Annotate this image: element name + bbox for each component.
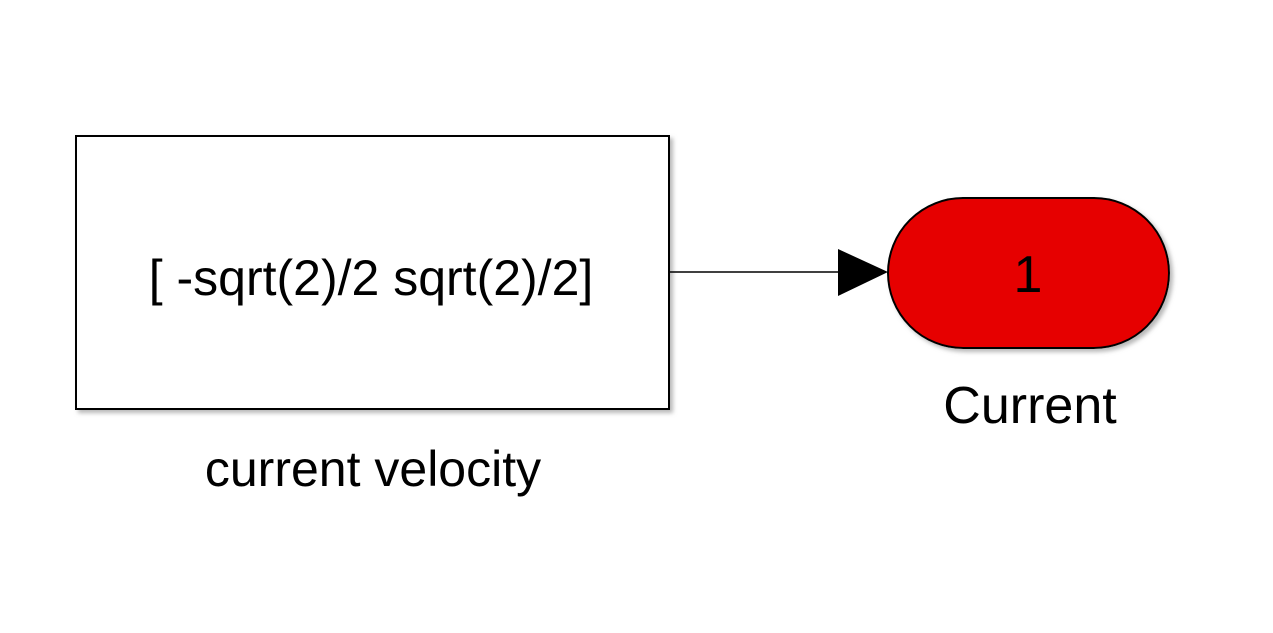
outport-block-name-label[interactable]: Current — [943, 377, 1117, 435]
signal-line[interactable] — [670, 249, 888, 296]
constant-block-body[interactable] — [75, 135, 670, 410]
outport-block[interactable]: 1 — [887, 197, 1170, 349]
signal-arrowhead — [838, 249, 888, 296]
constant-block[interactable]: [ -sqrt(2)/2 sqrt(2)/2] — [75, 135, 670, 410]
constant-block-value: [ -sqrt(2)/2 sqrt(2)/2] — [149, 250, 594, 306]
outport-block-body[interactable] — [887, 197, 1170, 349]
constant-block-name-label[interactable]: current velocity — [205, 441, 541, 497]
outport-port-number: 1 — [1014, 246, 1043, 304]
